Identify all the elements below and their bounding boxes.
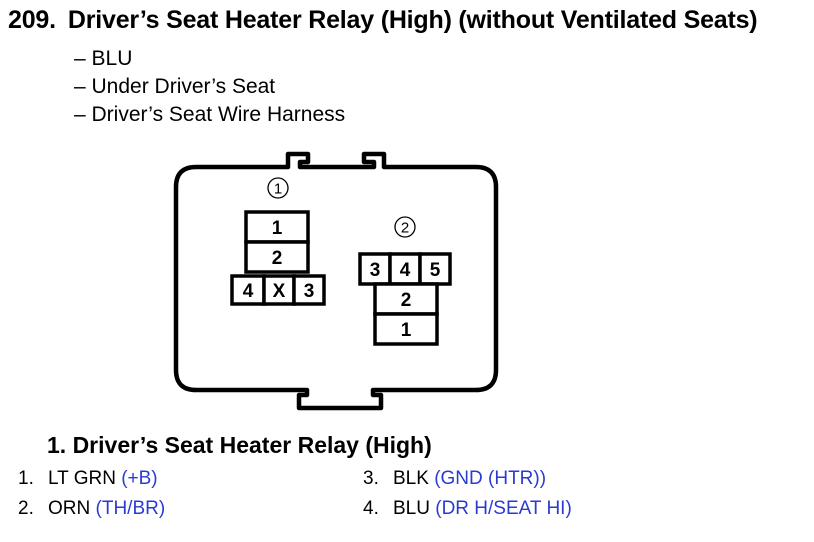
connector-2-cavity (373, 312, 439, 346)
connector-1-cavity (244, 240, 310, 274)
component-number: 209. (8, 6, 56, 34)
cavity-label: 3 (304, 281, 315, 302)
pin-number: 1. (18, 468, 34, 489)
pin-item: 1. LT GRN (+B) (18, 468, 158, 496)
pin-wire-color: BLK (393, 468, 429, 489)
info-color: – BLU (74, 47, 133, 70)
component-info: – BLU – Under Driver’s Seat – Driver’s S… (74, 45, 345, 129)
pin-description: (GND (HTR)) (434, 468, 547, 489)
pin-item: 4. BLU (DR H/SEAT HI) (363, 498, 572, 526)
pin-item: 2. ORN (TH/BR) (18, 498, 165, 526)
cavity-label: 2 (272, 248, 283, 269)
connector-housing (173, 151, 499, 411)
pin-wire-color: LT GRN (48, 468, 116, 489)
connector-1-cavity (292, 274, 326, 306)
pin-description: (+B) (121, 468, 158, 489)
pin-item: 3. BLK (GND (HTR)) (363, 468, 546, 496)
page-title: 209. Driver’s Seat Heater Relay (High) (w… (8, 6, 758, 35)
cavity-label: 1 (401, 320, 412, 341)
component-title: Driver’s Seat Heater Relay (High) (witho… (67, 6, 758, 34)
pin-wire-color: BLU (393, 498, 430, 519)
connector-2-cavity (358, 252, 392, 286)
connector-1-cavity (262, 274, 296, 306)
connector-1-label: 1 (267, 177, 289, 199)
svg-text:1: 1 (274, 181, 282, 198)
connector-1: 1 2 4 X 3 (230, 210, 326, 306)
connector-2-label: 2 (394, 216, 416, 238)
pin-description: (DR H/SEAT HI) (435, 498, 572, 519)
pin-number: 3. (363, 468, 379, 489)
section-title: 1. Driver’s Seat Heater Relay (High) (47, 432, 432, 458)
cavity-label: X (273, 281, 286, 302)
cavity-label: 3 (370, 260, 381, 281)
cavity-label: 4 (400, 260, 411, 281)
pin-description: (TH/BR) (95, 498, 166, 519)
connector-2: 3 4 5 2 1 (358, 252, 452, 346)
cavity-label: 4 (243, 281, 254, 302)
pin-number: 4. (363, 498, 379, 519)
connector-1-cavity (230, 274, 266, 306)
info-harness: – Driver’s Seat Wire Harness (74, 103, 346, 126)
cavity-label: 1 (272, 218, 283, 239)
info-location: – Under Driver’s Seat (74, 75, 276, 98)
cavity-label: 2 (401, 290, 412, 311)
pin-number: 2. (18, 498, 34, 519)
pin-wire-color: ORN (48, 498, 91, 519)
cavity-label: 5 (430, 260, 441, 281)
svg-text:2: 2 (401, 220, 409, 237)
